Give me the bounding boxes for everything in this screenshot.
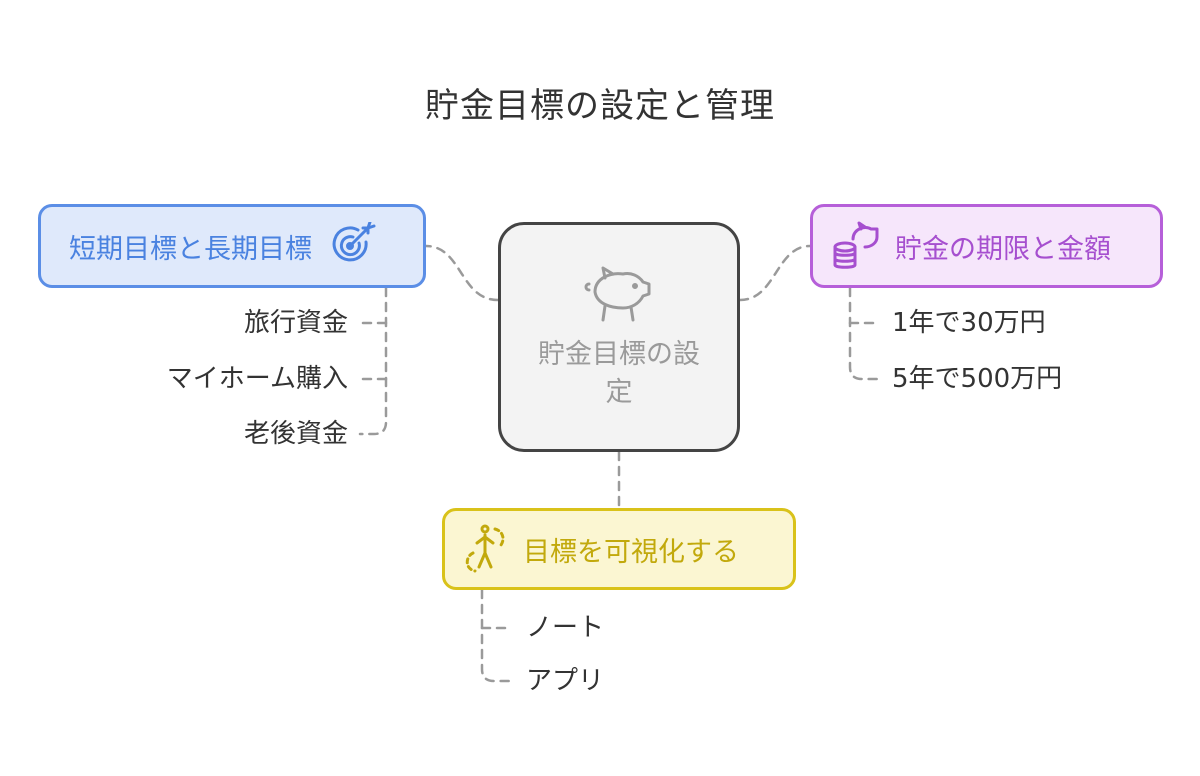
deadline-item: 1年で30万円 [892, 308, 1046, 338]
branch-goals-label: 短期目標と長期目標 [69, 233, 312, 265]
target-icon [332, 222, 376, 262]
piggy-bank-icon [584, 266, 651, 322]
connector-center-to-deadline [738, 244, 812, 302]
visualize-item: アプリ [526, 666, 605, 696]
progress-walker-icon [465, 524, 505, 573]
goals-item: 旅行資金 [243, 308, 348, 338]
center-node-label: 貯金目標の設定 [538, 339, 700, 408]
branch-visualize-label: 目標を可視化する [523, 536, 739, 568]
diagram-title: 貯金目標の設定と管理 [425, 86, 775, 126]
connector-visualize-trunk [480, 588, 512, 683]
connector-goals-trunk [358, 286, 388, 436]
visualize-item: ノート [526, 613, 605, 643]
connector-center-to-goals [424, 244, 500, 302]
connector-deadline-trunk [848, 286, 880, 381]
goals-item: マイホーム購入 [166, 364, 348, 394]
branch-deadline: 貯金の期限と金額 [810, 204, 1163, 288]
branch-visualize: 目標を可視化する [442, 508, 796, 590]
goals-item: 老後資金 [243, 419, 348, 449]
piggy-coins-icon [833, 221, 879, 269]
branch-goals: 短期目標と長期目標 [38, 204, 426, 288]
deadline-item: 5年で500万円 [892, 364, 1063, 394]
center-node: 貯金目標の設定 [498, 222, 740, 452]
branch-deadline-label: 貯金の期限と金額 [895, 233, 1111, 265]
